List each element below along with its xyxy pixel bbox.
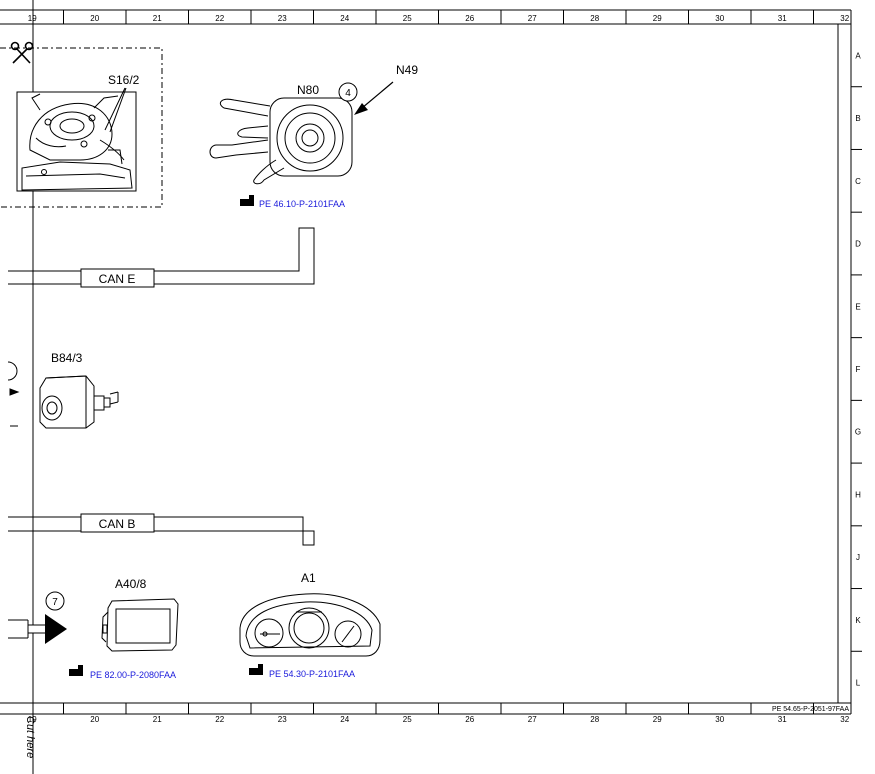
- a40-8-component: [101, 598, 179, 652]
- n80-label: N80: [297, 83, 319, 97]
- cut-here-label: Cut here: [24, 716, 36, 758]
- column-label-bottom: 20: [90, 715, 99, 724]
- column-label-bottom: 29: [653, 715, 662, 724]
- pointing-hand-icon: [240, 195, 254, 206]
- column-label-bottom: 21: [153, 715, 162, 724]
- column-label-top: 31: [778, 14, 787, 23]
- column-label-bottom: 31: [778, 715, 787, 724]
- pointing-hand-icon: [249, 664, 263, 675]
- column-label-top: 30: [715, 14, 724, 23]
- a1-label: A1: [301, 571, 316, 585]
- sheet-frame: [0, 9, 852, 715]
- column-label-bottom: 28: [590, 715, 599, 724]
- can-b-bus: [8, 513, 315, 546]
- can-e-label: CAN E: [99, 272, 136, 286]
- n49-arrow: [354, 81, 394, 115]
- column-label-top: 24: [340, 14, 349, 23]
- row-label: K: [855, 616, 861, 625]
- row-label: B: [855, 114, 860, 123]
- column-label-top: 29: [653, 14, 662, 23]
- row-label: C: [855, 177, 861, 186]
- a1-component: [239, 593, 381, 657]
- reference-n80[interactable]: PE 46.10-P-2101FAA: [259, 199, 345, 209]
- can-e-bus: [8, 227, 315, 288]
- column-label-top: 23: [278, 14, 287, 23]
- column-label-top: 32: [840, 14, 849, 23]
- row-label: H: [855, 490, 861, 499]
- callout-7: 7: [45, 591, 65, 611]
- row-label: E: [855, 302, 860, 311]
- can-b-label: CAN B: [99, 517, 136, 531]
- column-label-bottom: 25: [403, 715, 412, 724]
- callout-4: 4: [338, 82, 358, 102]
- column-label-bottom: 27: [528, 715, 537, 724]
- column-label-bottom: 26: [465, 715, 474, 724]
- column-label-bottom: 23: [278, 715, 287, 724]
- n80-component: [209, 97, 353, 185]
- row-labels: A B C D E F G H J K L: [851, 51, 862, 688]
- column-label-top: 25: [403, 14, 412, 23]
- column-label-top: 26: [465, 14, 474, 23]
- a40-8-label: A40/8: [115, 577, 147, 591]
- row-label: D: [855, 240, 861, 249]
- n49-label: N49: [396, 63, 418, 77]
- pointing-hand-icon: [69, 665, 83, 676]
- s16-2-component: S16/2: [0, 47, 163, 208]
- svg-text:4: 4: [345, 88, 351, 99]
- reference-a40-8[interactable]: PE 82.00-P-2080FAA: [90, 670, 176, 680]
- column-label-top: 27: [528, 14, 537, 23]
- column-label-bottom: 24: [340, 715, 349, 724]
- column-label-bottom: 32: [840, 715, 849, 724]
- b84-3-component: [39, 375, 119, 429]
- scissors-icon: [10, 41, 34, 64]
- sheet-id: PE 54.65-P-2051-97FAA: [772, 706, 849, 713]
- column-label-bottom: 30: [715, 715, 724, 724]
- column-label-top: 22: [215, 14, 224, 23]
- row-label: A: [855, 51, 861, 60]
- connector-arrow-a40-8: [8, 614, 67, 644]
- row-label: J: [856, 553, 860, 562]
- column-label-bottom: 22: [215, 715, 224, 724]
- column-label-top: 28: [590, 14, 599, 23]
- svg-text:7: 7: [52, 597, 58, 608]
- row-label: L: [856, 679, 861, 688]
- row-label: G: [855, 428, 861, 437]
- b84-3-label: B84/3: [51, 351, 83, 365]
- row-label: F: [856, 365, 861, 374]
- reference-a1[interactable]: PE 54.30-P-2101FAA: [269, 669, 355, 679]
- s16-2-label: S16/2: [108, 73, 140, 87]
- partial-callout-left: [7, 361, 20, 427]
- column-label-top: 21: [153, 14, 162, 23]
- column-label-top: 20: [90, 14, 99, 23]
